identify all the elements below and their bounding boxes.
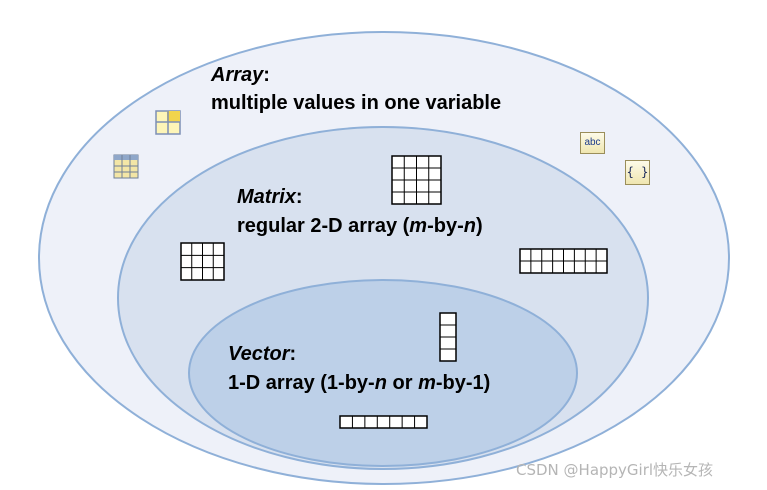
vector-title: Vector: <box>228 342 296 366</box>
matrix-m: m <box>409 215 428 237</box>
matrix-dash: -by- <box>427 215 464 237</box>
matrix-title: Matrix: <box>237 185 303 209</box>
array-title: Array: <box>211 63 270 87</box>
char-icon: abc <box>580 132 605 154</box>
column-vector-icon <box>439 312 457 362</box>
vector-or: or <box>386 372 419 394</box>
matrix-colon: : <box>295 186 303 208</box>
watermark: CSDN @HappyGirl快乐女孩 <box>516 461 714 479</box>
matrix-grid-icon-left <box>180 242 225 281</box>
matrix-description: regular 2-D array (m-by-n) <box>237 214 483 238</box>
matrix-desc-suffix: ) <box>475 215 483 237</box>
table-icon <box>113 154 139 179</box>
row-vector-icon <box>339 415 428 429</box>
vector-colon: : <box>289 343 297 365</box>
matrix-desc-prefix: regular 2-D array ( <box>237 215 410 237</box>
vector-desc-suffix: -by-1) <box>435 372 491 394</box>
row-grid-icon-right <box>519 248 608 274</box>
vector-description: 1-D array (1-by-n or m-by-1) <box>228 371 490 395</box>
vector-n: n <box>374 372 387 394</box>
cell-array-icon: { } <box>625 160 650 185</box>
matrix-name: Matrix <box>237 186 296 208</box>
vector-name: Vector <box>228 343 290 365</box>
array-description: multiple values in one variable <box>211 92 502 114</box>
array-name: Array <box>211 64 264 86</box>
array-grid-icon <box>155 110 181 135</box>
vector-desc-prefix: 1-D array (1-by- <box>228 372 375 394</box>
array-colon: : <box>263 64 270 86</box>
matrix-grid-icon-large <box>391 155 442 205</box>
vector-m: m <box>418 372 436 394</box>
matrix-n: n <box>463 215 476 237</box>
vector-ellipse <box>188 279 578 467</box>
